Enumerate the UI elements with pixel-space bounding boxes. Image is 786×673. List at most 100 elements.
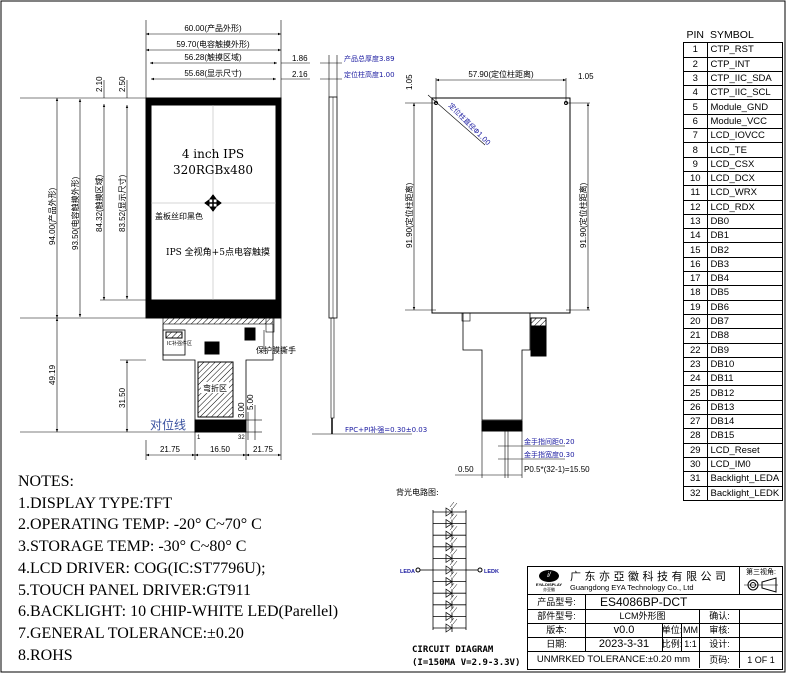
dim-height-touch-area: 84.32(触摸区域) — [94, 174, 104, 232]
backlight-circuit — [415, 501, 483, 633]
dim-fpc-length: 49.19 — [48, 364, 57, 385]
pin-number: 10 — [683, 170, 708, 187]
pin-number: 23 — [683, 356, 708, 373]
dim-bottom-mid: 16.50 — [210, 445, 231, 454]
rear-view-labels: 57.90(定位柱距离) 1.05 1.05 定位柱直径Φ1.00 91.90(… — [404, 69, 594, 474]
led-anode-label: LEDA — [400, 569, 415, 575]
model-label: 产品型号: — [528, 595, 586, 610]
pin-symbol: DB4 — [706, 271, 784, 287]
led-diode-icon — [433, 594, 466, 610]
pin-number: 16 — [683, 256, 708, 273]
dim-bottom-left: 21.75 — [160, 445, 181, 454]
dim-width-touch: 59.70(电容触摸外形) — [176, 39, 250, 49]
rear-view — [405, 78, 590, 478]
pin-number: 22 — [683, 342, 708, 358]
title-block: i/ EYA-DISPLAY 亦亚徽 广 东 亦 亞 徽 科 技 有 限 公 司… — [527, 566, 783, 670]
label-alignment: 对位线 — [150, 417, 186, 432]
dim-top-2: 2.50 — [118, 76, 127, 92]
note-item: 3.STORAGE TEMP: -30° C~80° C — [18, 538, 247, 556]
pin-symbol: DB6 — [706, 299, 784, 315]
design-label: 设计: — [700, 638, 740, 652]
pin-number: 28 — [683, 428, 708, 444]
page-value: 1 OF 1 — [747, 654, 775, 665]
pin-symbol: DB7 — [706, 313, 784, 330]
dim-bottom-right: 21.75 — [253, 445, 274, 454]
logo-text: EYA-DISPLAY — [535, 581, 563, 587]
pin-symbol: LCD_IOVCC — [706, 128, 784, 144]
total-thickness: 产品总厚度3.89 — [344, 54, 395, 63]
post-distance-h-left: 91.90(定位柱距离) — [404, 182, 414, 248]
label-resolution: 320RGBx480 — [173, 163, 253, 177]
dim-right-2: 2.16 — [292, 70, 308, 79]
pin-symbol: DB12 — [706, 385, 784, 401]
edge-dim: 0.50 — [458, 465, 474, 474]
note-item: 4.LCD DRIVER: COG(IC:ST7796U); — [18, 559, 266, 577]
note-item: 2.OPERATING TEMP: -20° C~70° C — [18, 516, 262, 534]
post-distance-w: 57.90(定位柱距离) — [468, 69, 534, 79]
pin-number: 3 — [683, 70, 708, 87]
led-diode-icon — [433, 571, 466, 587]
post-distance-h-right: 91.90(定位柱距离) — [578, 182, 588, 248]
part-value: LCM外形图 — [586, 610, 700, 624]
pin-symbol: LCD_IM0 — [706, 456, 784, 473]
circuit-title-cn: 背光电路图: — [396, 487, 439, 497]
led-cathode-label: LEDK — [484, 569, 499, 575]
scale-label: 比例: — [662, 638, 682, 652]
date-value: 2023-3-31 — [586, 638, 663, 652]
pin-symbol: DB15 — [706, 428, 784, 444]
led-diode-icon — [433, 617, 466, 633]
logo-sub: 亦亚徽 — [543, 586, 555, 592]
pin-symbol: CTP_INT — [706, 56, 784, 72]
fpc-thickness: FPC+PI补强=0.30±0.03 — [345, 425, 427, 434]
dim-height-display: 83.52(显示尺寸) — [117, 174, 127, 232]
pin-number: 25 — [683, 385, 708, 401]
third-angle-projection-icon — [744, 576, 778, 593]
note-item: 1.DISPLAY TYPE:TFT — [18, 494, 173, 512]
pin-symbol: CTP_IIC_SCL — [706, 85, 784, 101]
led-diode-icon — [433, 525, 466, 540]
pin-symbol: LCD_WRX — [706, 185, 784, 201]
finger-width: 金手指宽度0.30 — [524, 450, 575, 459]
notes: NOTES: 1.DISPLAY TYPE:TFT 2.OPERATING TE… — [18, 471, 338, 666]
pin-symbol: DB13 — [706, 399, 784, 416]
label-stiffener: IC补强件区 — [167, 340, 192, 347]
dim-fpc-tail: 31.50 — [118, 387, 127, 408]
model-value: ES4086BP-DCT — [586, 595, 782, 610]
tolerance: UNMRKED TOLERANCE:±0.20 mm — [528, 652, 700, 668]
version-label: 版本: — [528, 624, 586, 638]
notes-title: NOTES: — [18, 473, 74, 490]
led-diode-icon — [433, 501, 466, 517]
unit-label: 单位: — [662, 624, 682, 638]
pin-number: 29 — [683, 442, 708, 458]
pin-number: 1 — [683, 42, 708, 58]
company-logo: i/ EYA-DISPLAY 亦亚徽 — [532, 569, 566, 592]
pin-symbol: DB10 — [706, 356, 784, 373]
pin-symbol: LCD_Reset — [706, 442, 784, 458]
pin-number: 12 — [683, 199, 708, 215]
pin-last: 32 — [238, 435, 245, 441]
pin-number: 20 — [683, 313, 708, 330]
pin-symbol: LCD_DCX — [706, 170, 784, 187]
led-diode-icon — [433, 548, 466, 564]
date-label: 日期: — [528, 638, 586, 652]
dim-contact-1: 3.00 — [237, 402, 246, 418]
dim-width-touch-area: 56.28(触摸区域) — [184, 52, 242, 62]
pin-number: 27 — [683, 414, 708, 430]
pin-table-header: PIN SYMBOL — [684, 29, 783, 43]
version-value: v0.0 — [586, 624, 663, 638]
